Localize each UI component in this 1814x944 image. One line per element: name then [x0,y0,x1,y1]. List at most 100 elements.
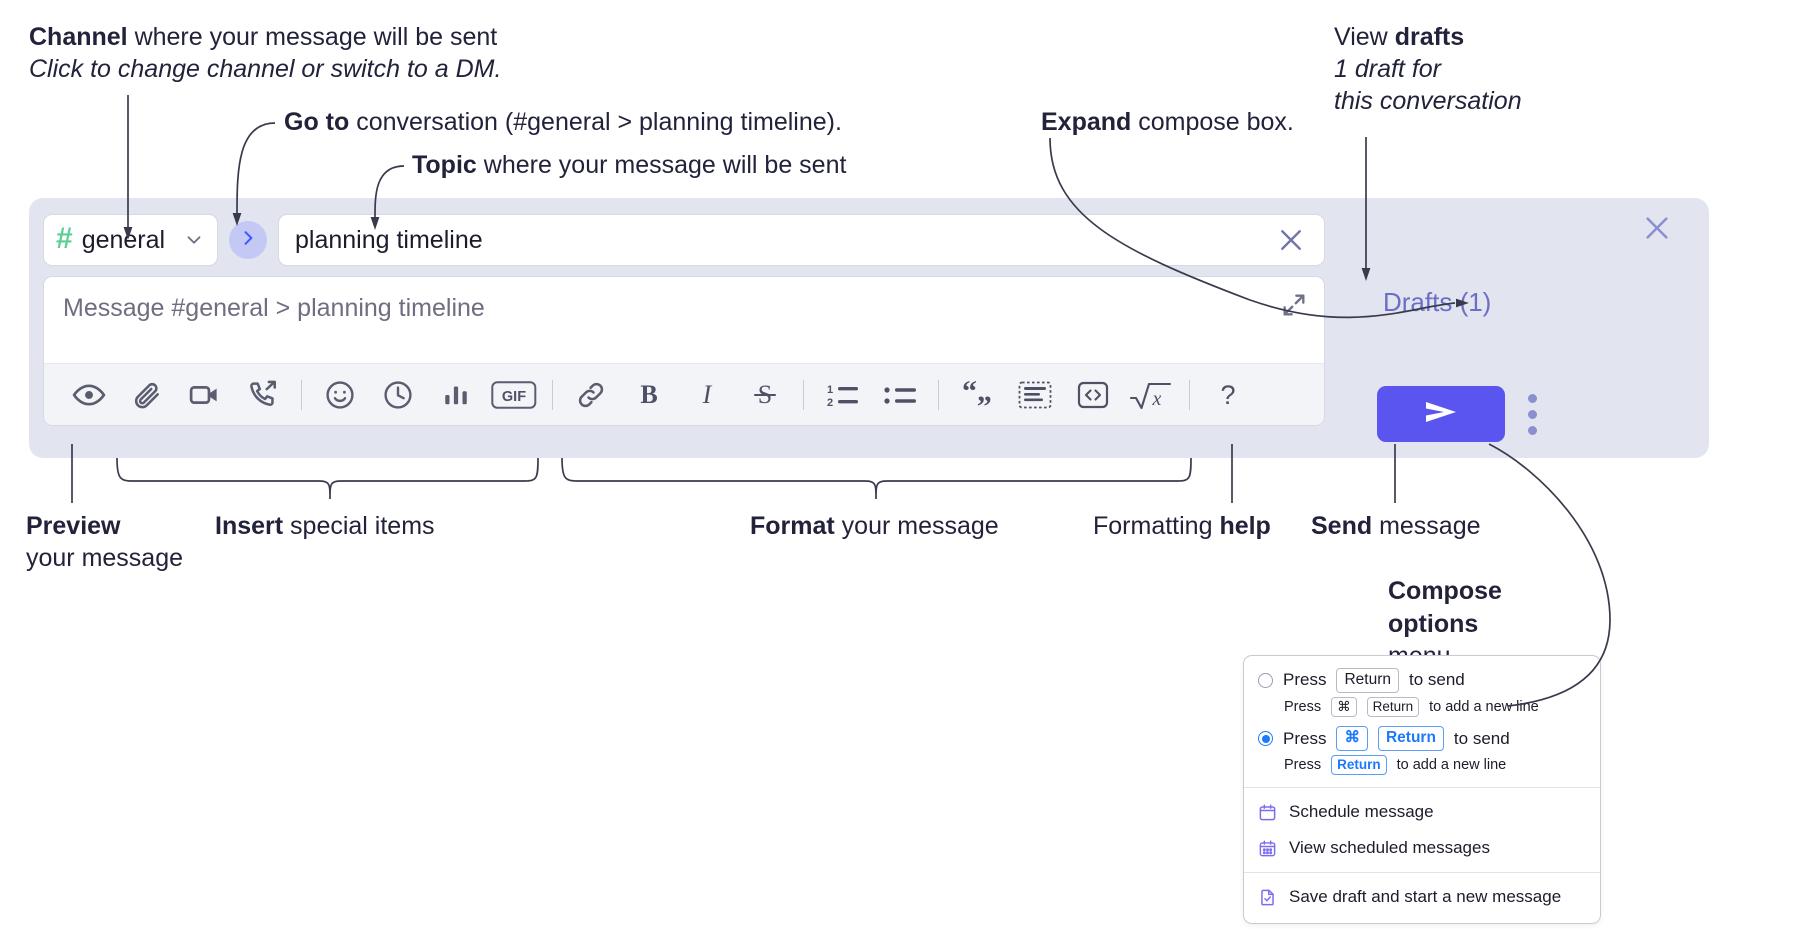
send-shortcut-options: Press Return to send Press ⌘ Return to a… [1244,656,1600,787]
send-option-return-hint: Press ⌘ Return to add a new line [1244,696,1600,718]
menu-item-view-scheduled[interactable]: View scheduled messages [1244,830,1600,866]
link-icon[interactable] [562,372,620,418]
annotation-help-bold: help [1219,512,1271,540]
save-draft-icon [1258,888,1278,907]
svg-text:1: 1 [827,384,833,396]
emoji-icon[interactable] [311,372,369,418]
radio-button[interactable] [1258,672,1273,688]
topic-value: planning timeline [295,225,483,254]
gif-icon[interactable]: GIF [485,372,543,418]
annotation-send-bold: Send [1311,512,1373,540]
blockquote-icon[interactable]: “„ [948,372,1006,418]
goto-conversation-button[interactable] [229,221,267,259]
menu-item-schedule-message[interactable]: Schedule message [1244,794,1600,830]
radio-button-selected[interactable] [1258,731,1273,747]
annotation-compose-options-l1: Compose [1388,577,1502,605]
send-option-post: to send [1409,670,1465,690]
annotation-expand: Expand compose box. [1041,107,1294,139]
compose-right-column: Drafts (1) [1331,198,1691,458]
drafts-link[interactable]: Drafts (1) [1383,287,1492,317]
menu-divider [1244,787,1600,789]
channel-selector[interactable]: # general [43,214,218,266]
annotation-topic-rest: where your message will be sent [476,151,847,179]
menu-divider [1244,872,1600,874]
code-icon[interactable] [1064,372,1122,418]
toolbar-divider [803,379,804,410]
annotation-send: Send message [1311,511,1481,543]
annotation-topic: Topic where your message will be sent [412,150,846,182]
math-icon[interactable]: x [1122,372,1180,418]
annotation-compose-options-l2: options [1388,609,1479,638]
video-camera-icon[interactable] [176,372,234,418]
hint-post: to add a new line [1396,757,1507,774]
hint-pre: Press [1284,757,1322,774]
close-icon[interactable] [1276,225,1310,255]
annotation-format: Format your message [750,511,999,543]
annotation-drafts: View drafts 1 draft for this conversatio… [1334,22,1522,117]
menu-schedule-group: Schedule message View scheduled messages [1244,788,1600,872]
hint-post: to add a new line [1429,699,1539,716]
hash-icon: # [56,222,73,255]
compose-header-row: # general planning timeline [43,214,1325,266]
annotation-expand-bold: Expand [1041,108,1132,136]
annotation-insert-rest: special items [283,512,435,540]
formatting-toolbar: GIF B I S [44,363,1324,425]
annotation-drafts-italic2: this conversation [1334,86,1522,115]
bold-icon[interactable]: B [620,372,678,418]
toolbar-divider [301,379,302,410]
italic-icon[interactable]: I [678,372,736,418]
chevron-down-icon [183,229,205,251]
expand-icon[interactable] [1280,291,1308,324]
annotation-help-lead: Formatting [1093,512,1220,540]
message-input[interactable]: Message #general > planning timeline [44,277,1324,363]
svg-text:x: x [1152,388,1162,410]
send-option-post: to send [1453,728,1510,748]
ordered-list-icon[interactable]: 1 2 [813,372,871,418]
strikethrough-icon[interactable]: S [736,372,794,418]
key-return: Return [1336,668,1399,693]
help-icon[interactable]: ? [1199,372,1257,418]
compose-box: # general planning timeline [29,198,1709,458]
annotation-goto: Go to conversation (#general > planning … [284,107,842,139]
send-option-cmd-return[interactable]: Press ⌘ Return to send [1244,726,1600,752]
bulleted-list-icon[interactable] [871,372,929,418]
annotation-preview: Preview your message [26,511,183,575]
menu-item-save-draft[interactable]: Save draft and start a new message [1244,879,1600,915]
toolbar-divider [938,379,939,410]
message-placeholder: Message #general > planning timeline [63,294,485,322]
topic-input[interactable]: planning timeline [278,214,1325,266]
clock-icon[interactable] [369,372,427,418]
annotation-help: Formatting help [1093,511,1271,543]
key-return: Return [1377,726,1444,752]
channel-name-label: general [81,225,166,254]
code-block-icon[interactable] [1006,372,1064,418]
svg-text:I: I [702,380,713,409]
menu-draft-group: Save draft and start a new message [1244,873,1600,923]
annotation-goto-rest: conversation (#general > planning timeli… [349,108,842,136]
send-option-cmd-return-hint: Press Return to add a new line [1244,755,1600,776]
annotation-drafts-lead: View [1334,23,1395,51]
svg-text:GIF: GIF [502,389,526,405]
annotation-format-bold: Format [750,512,835,540]
attachment-icon[interactable] [118,372,176,418]
annotation-drafts-italic1: 1 draft for [1334,54,1441,83]
annotation-topic-bold: Topic [412,151,477,179]
send-option-return[interactable]: Press Return to send [1244,668,1600,693]
send-option-pre: Press [1283,728,1327,748]
preview-icon[interactable] [60,372,118,418]
send-button[interactable] [1377,386,1505,442]
close-icon[interactable] [1641,212,1673,249]
kebab-menu-icon[interactable] [1528,394,1537,435]
kebab-dot [1528,394,1537,403]
poll-icon[interactable] [427,372,485,418]
key-return: Return [1366,696,1420,718]
send-icon [1418,395,1464,434]
phone-forward-icon[interactable] [234,372,292,418]
annotation-insert-bold: Insert [215,512,284,540]
toolbar-divider [1189,379,1190,410]
annotation-channel-italic: Click to change channel or switch to a D… [29,54,502,83]
svg-text:“„: “„ [962,379,992,408]
annotation-format-rest: your message [834,512,999,540]
annotation-channel-bold: Channel [29,23,128,51]
